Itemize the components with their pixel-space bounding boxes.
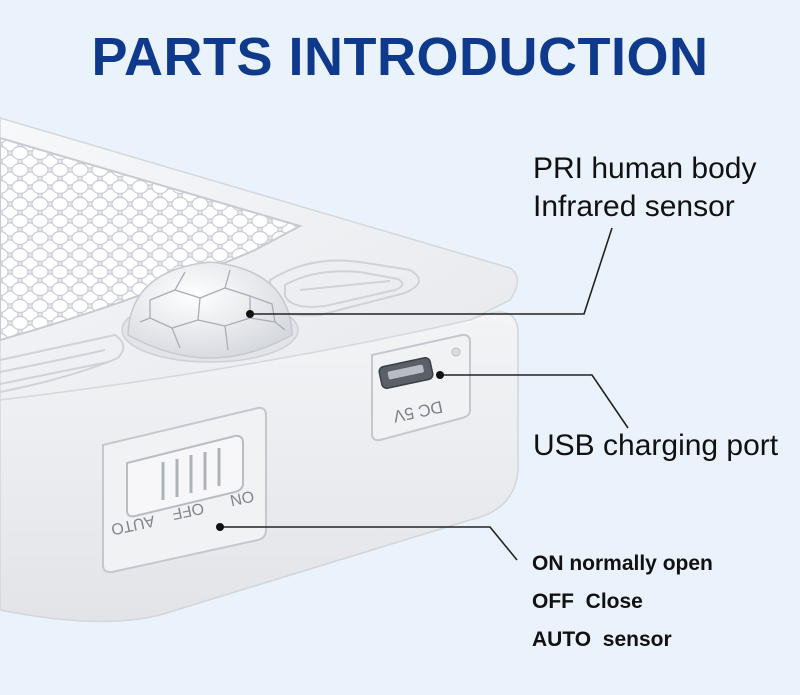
switch-mode-auto: AUTO sensor	[532, 628, 672, 651]
pir-sensor-dome	[121, 261, 299, 363]
page-title: PARTS INTRODUCTION	[91, 27, 709, 87]
sensor-callout: PRI human body Infrared sensor	[533, 150, 756, 226]
switch-mode-list: ON normally open OFF Close AUTO sensor	[532, 545, 713, 659]
sensor-callout-line2: Infrared sensor	[533, 190, 735, 223]
leader-dots	[216, 310, 444, 531]
switch-leader-line	[220, 526, 518, 561]
switch-marking-off: OFF	[170, 499, 205, 522]
mode-switch-panel: ON OFF AUTO	[102, 406, 267, 574]
usb-port-panel: DC 5V	[371, 333, 471, 442]
sensor-callout-line1: PRI human body	[533, 152, 757, 185]
leader-lines	[220, 227, 629, 561]
sensor-leader-line	[250, 227, 613, 315]
usb-callout: USB charging port	[533, 429, 779, 462]
switch-mode-off: OFF Close	[532, 590, 643, 613]
switch-mode-on: ON normally open	[532, 552, 713, 575]
mode-switch-knob	[126, 434, 244, 518]
indicator-led	[451, 347, 461, 357]
usb-leader-line	[440, 374, 629, 429]
switch-marking-on: ON	[228, 487, 255, 509]
